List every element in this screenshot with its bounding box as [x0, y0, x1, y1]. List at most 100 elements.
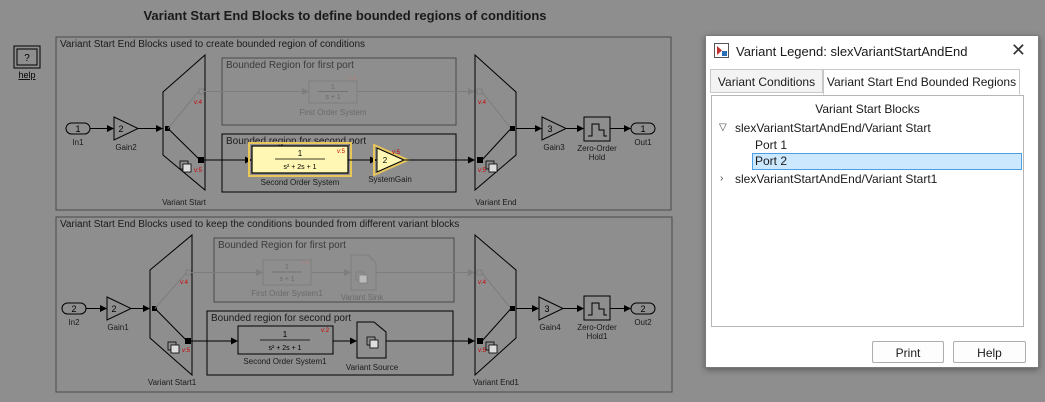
gain3-value: 3 [547, 124, 552, 134]
section-bottom-title: Variant Start End Blocks used to keep th… [60, 219, 459, 230]
variant-legend-dialog[interactable]: Variant Legend: slexVariantStartAndEnd ✕… [705, 35, 1039, 368]
variant-end1-block[interactable] [474, 233, 517, 377]
bottom-region2-title: Bounded region for second port [211, 313, 351, 324]
section-bottom-frame[interactable] [55, 216, 673, 393]
tree-item-port-1[interactable]: Port 1 [755, 138, 788, 152]
second-order-system-block[interactable] [251, 145, 349, 174]
variant-start-label: Variant Start [162, 198, 207, 207]
variant-sink-label: Variant Sink [341, 293, 385, 302]
inport-in1-label: In1 [72, 138, 84, 147]
system-gain-cond: v:5 [392, 150, 401, 156]
variant-end1-label: Variant End1 [473, 378, 519, 387]
variant-source-label: Variant Source [346, 363, 399, 372]
bottom-region1-title: Bounded Region for first port [218, 240, 346, 251]
variant-start-block[interactable] [162, 53, 206, 192]
gain4-value: 3 [544, 304, 549, 314]
second-order1-cond: v:2 [321, 328, 330, 334]
system-gain-value: 2 [383, 156, 388, 165]
first-order1-cond: v:0 [301, 260, 310, 266]
help-icon: ? [24, 53, 30, 64]
variant-legend-app-icon [714, 43, 729, 58]
gain1-block[interactable] [106, 296, 133, 321]
section-bottom: Variant Start End Blocks used to keep th… [55, 216, 673, 393]
gain2-block[interactable] [113, 116, 140, 141]
top-region2-title: Bounded region for second port [226, 136, 366, 147]
outport-out2-number: 2 [640, 304, 645, 314]
second-order-cond: v:5 [337, 149, 346, 155]
second-order-den: s² + 2s + 1 [283, 164, 316, 171]
zoh-label-2: Hold [589, 153, 605, 162]
variant-start1-label: Variant Start1 [148, 378, 197, 387]
outport-out1-label: Out1 [634, 138, 652, 147]
tree-item-variant-start1[interactable]: slexVariantStartAndEnd/Variant Start1 [735, 172, 938, 186]
variant-icon [355, 271, 368, 284]
gain1-label: Gain1 [107, 323, 129, 332]
variant-end-cond-top: v:4 [478, 100, 487, 106]
legend-titlebar[interactable]: Variant Legend: slexVariantStartAndEnd ✕ [706, 36, 1038, 67]
model-title: Variant Start End Blocks to define bound… [143, 8, 546, 23]
variant-start-tree[interactable]: Variant Start Blocks ▽ slexVariantStartA… [711, 95, 1024, 327]
first-order-label: First Order System [299, 108, 366, 117]
tree-header: Variant Start Blocks [815, 102, 920, 116]
variant-start-cond-bottom: v:5 [194, 168, 203, 174]
outport-out2[interactable] [630, 302, 656, 315]
first-order-num: 1 [331, 84, 335, 91]
inport-in1-number: 1 [75, 124, 80, 134]
bottom-region2-frame[interactable] [206, 310, 454, 376]
legend-tabs: Variant Conditions Variant Start End Bou… [710, 69, 1034, 95]
zero-order-hold1-block[interactable] [583, 295, 611, 321]
outport-out1[interactable] [630, 122, 656, 135]
variant-start-cond-top: v:4 [194, 100, 203, 106]
print-button[interactable]: Print [872, 341, 944, 363]
first-order1-den: s + 1 [279, 276, 294, 283]
tab-bounded-regions[interactable]: Variant Start End Bounded Regions [823, 69, 1020, 95]
second-order1-den: s² + 2s + 1 [268, 345, 301, 352]
zoh1-label-2: Hold1 [587, 332, 608, 341]
help-block[interactable]: ? help [13, 45, 41, 80]
section-top-frame[interactable] [55, 36, 672, 211]
gain2-value: 2 [118, 124, 123, 134]
top-region1-title: Bounded Region for first port [226, 60, 354, 71]
zoh-icon [588, 123, 607, 137]
section-top: Variant Start End Blocks used to create … [55, 36, 672, 211]
first-order1-label: First Order System1 [251, 289, 323, 298]
second-order1-num: 1 [283, 330, 288, 339]
bottom-region1-frame[interactable] [213, 237, 455, 303]
outport-out2-label: Out2 [634, 318, 652, 327]
tab-variant-conditions[interactable]: Variant Conditions [710, 69, 823, 93]
help-button[interactable]: Help [953, 341, 1026, 363]
system-gain-block[interactable] [376, 147, 406, 173]
variant-start1-cond-bottom: v:5 [182, 348, 191, 354]
variant-icon [179, 160, 192, 173]
zoh-icon [588, 302, 607, 316]
inport-in2-label: In2 [68, 318, 80, 327]
zero-order-hold-block[interactable] [583, 116, 611, 142]
chevron-down-icon[interactable]: ▽ [719, 122, 727, 133]
top-region2-frame[interactable] [221, 133, 457, 193]
variant-end1-cond-bottom: v:5 [478, 348, 487, 354]
close-icon[interactable]: ✕ [1010, 40, 1026, 60]
gain2-label: Gain2 [115, 143, 137, 152]
variant-icon [485, 341, 498, 354]
inport-in2-number: 2 [71, 304, 76, 314]
zoh1-label-1: Zero-Order [577, 323, 617, 332]
first-order1-num: 1 [285, 264, 289, 271]
tree-item-port-2[interactable]: Port 2 [752, 153, 1022, 170]
help-link[interactable]: help [18, 70, 35, 80]
second-order-label: Second Order System [261, 178, 340, 187]
first-order-cond: v:4 [348, 76, 357, 82]
tree-item-variant-start[interactable]: slexVariantStartAndEnd/Variant Start [735, 121, 931, 135]
variant-icon [167, 341, 180, 354]
zoh-label-1: Zero-Order [577, 144, 617, 153]
gain4-block[interactable] [538, 296, 565, 321]
gain3-block[interactable] [541, 116, 568, 141]
first-order-den: s + 1 [325, 94, 340, 101]
second-order-num: 1 [298, 149, 303, 158]
variant-start1-block[interactable] [149, 233, 193, 377]
gain1-value: 2 [111, 304, 116, 314]
system-gain-label: SystemGain [368, 175, 412, 184]
section-top-title: Variant Start End Blocks used to create … [60, 39, 365, 50]
variant-icon [366, 336, 379, 349]
chevron-right-icon[interactable]: › [720, 173, 724, 184]
